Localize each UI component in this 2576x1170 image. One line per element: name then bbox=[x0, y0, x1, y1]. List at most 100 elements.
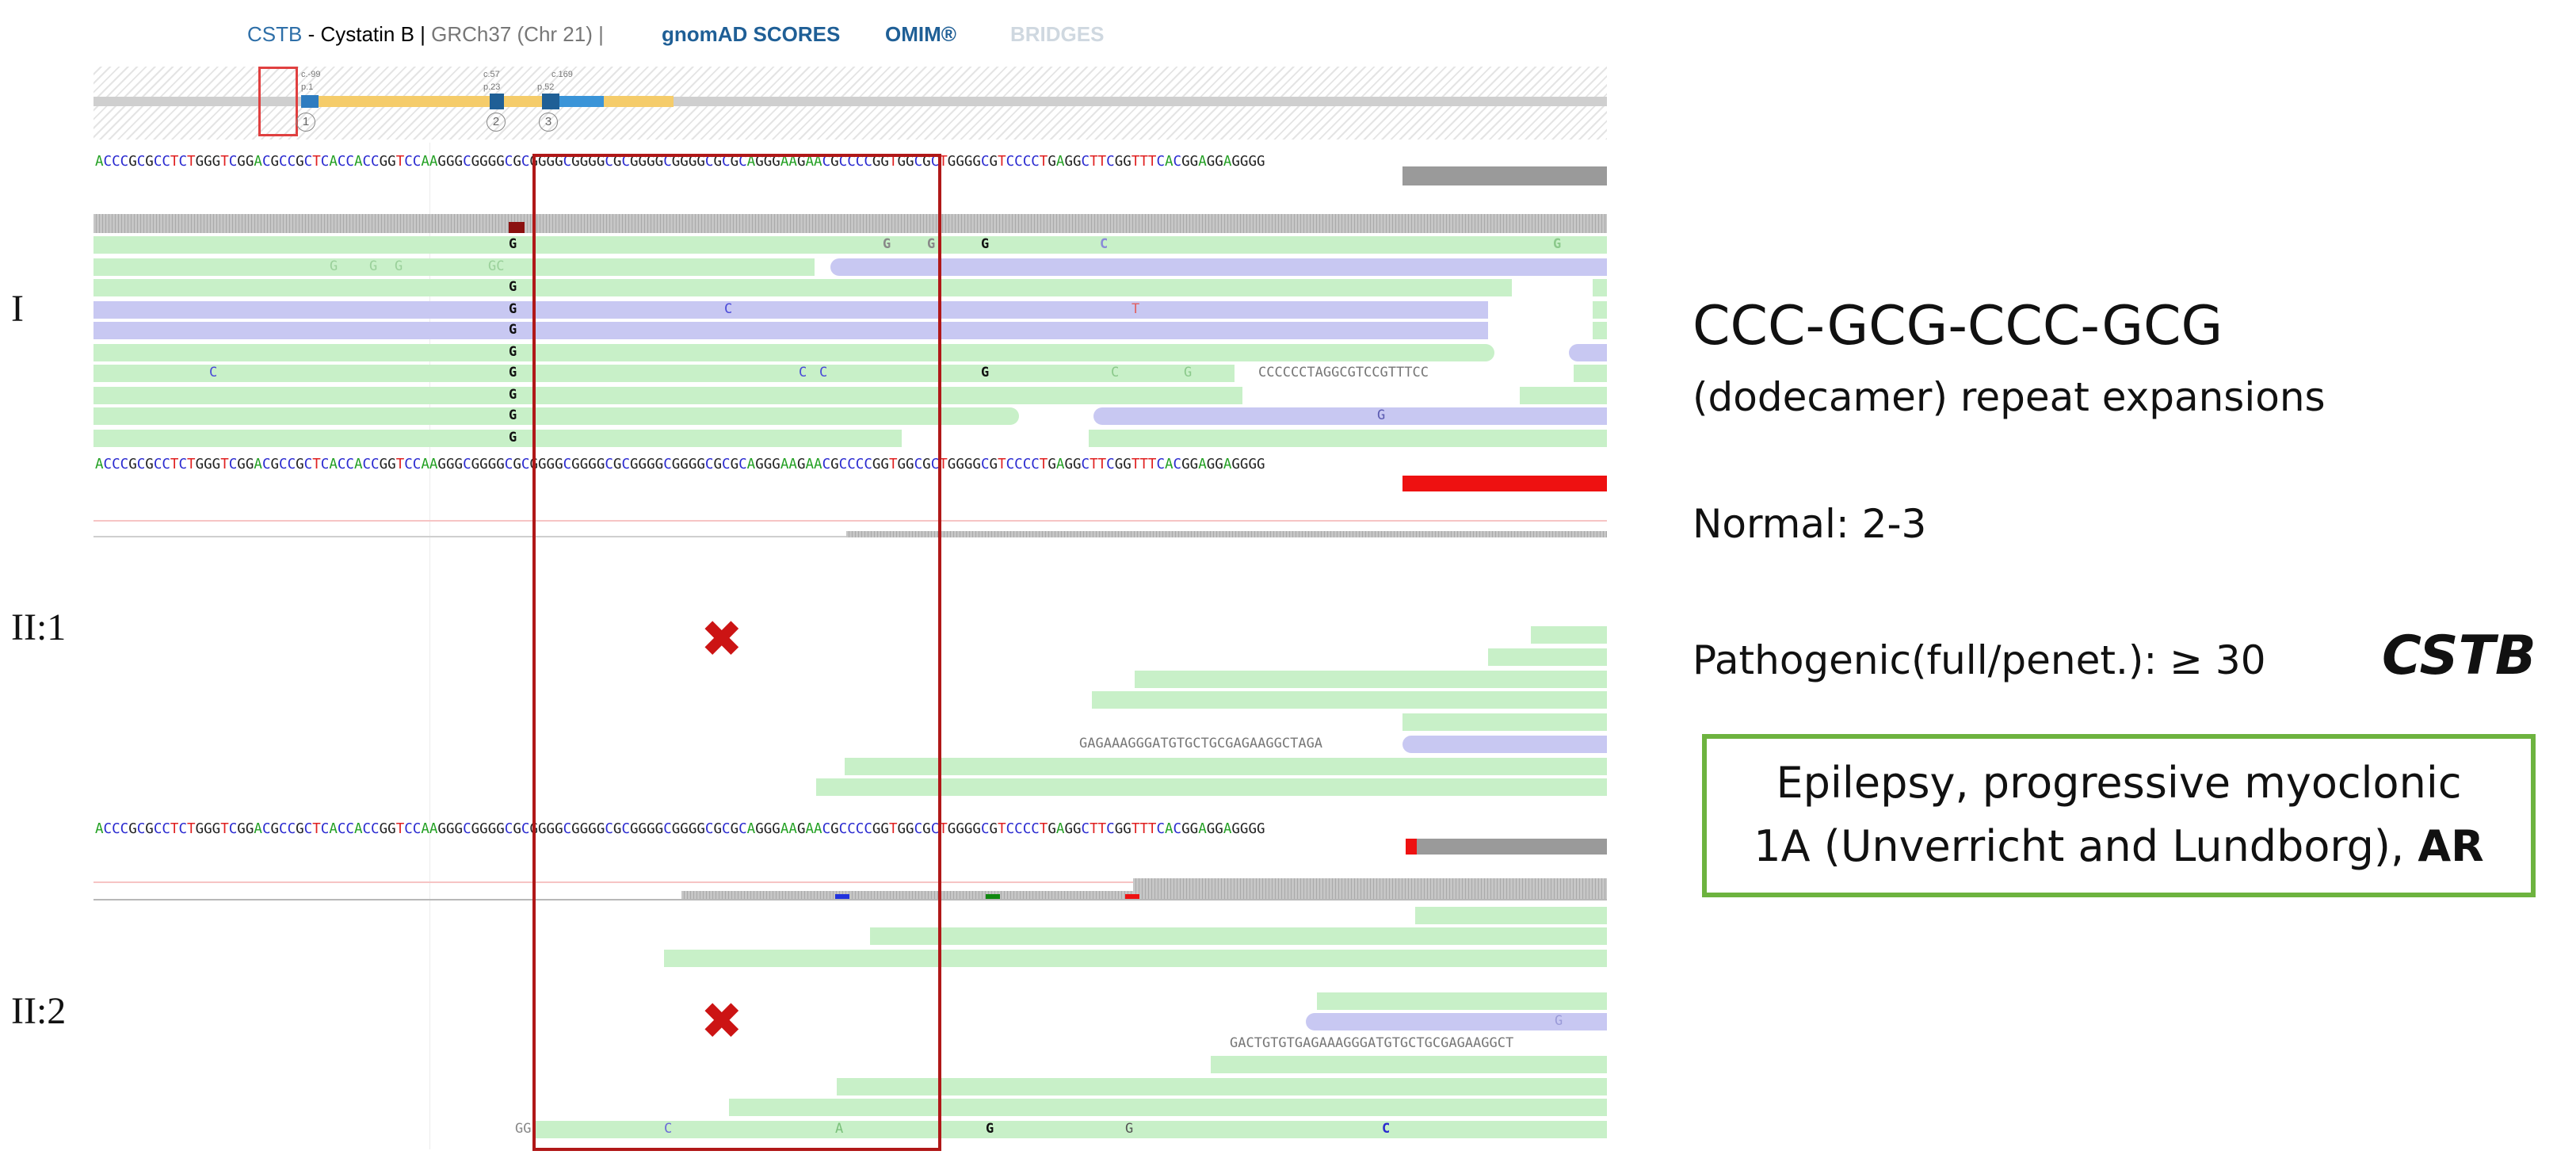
exon2-protein-label: p.23 bbox=[483, 82, 501, 92]
mismatch-base: G bbox=[981, 236, 990, 252]
mismatch-base: GC bbox=[488, 258, 505, 274]
mismatch-base: G bbox=[509, 236, 517, 252]
mismatch-base: C bbox=[799, 365, 807, 380]
gene-track: c.-99 p.1 c.57 p.23 c.169 p.52 1 2 3 bbox=[93, 67, 1607, 140]
mismatch-base: G bbox=[509, 279, 517, 295]
read[interactable] bbox=[93, 322, 1488, 339]
mismatch-base: G bbox=[509, 322, 517, 338]
read[interactable] bbox=[1593, 279, 1607, 296]
disease-subtype: 1A (Unverricht and Lundborg), AR bbox=[1707, 815, 2531, 878]
repeat-region-highlight bbox=[532, 154, 941, 1151]
mismatch-base: G bbox=[1377, 407, 1386, 423]
read[interactable] bbox=[845, 758, 1607, 775]
gray-track-block bbox=[1402, 166, 1607, 185]
coverage-mismatch bbox=[509, 222, 525, 233]
assembly-label: GRCh37 (Chr 21) | bbox=[431, 22, 604, 46]
exon-2-number[interactable]: 2 bbox=[487, 113, 506, 132]
track-divider bbox=[93, 520, 1607, 522]
read[interactable] bbox=[1574, 365, 1607, 382]
read[interactable] bbox=[830, 258, 1607, 276]
mismatch-base: G bbox=[1184, 365, 1193, 380]
read[interactable] bbox=[1415, 907, 1607, 924]
read[interactable] bbox=[816, 778, 1607, 796]
mismatch-base: C bbox=[209, 365, 218, 380]
read[interactable] bbox=[1569, 344, 1607, 361]
transcript-utr-bar bbox=[301, 96, 674, 107]
read[interactable] bbox=[93, 387, 1242, 404]
read[interactable] bbox=[93, 430, 902, 447]
guide-line bbox=[429, 143, 430, 1149]
mismatch-base: G bbox=[509, 365, 517, 380]
read[interactable] bbox=[1317, 992, 1607, 1010]
variant-marker bbox=[1406, 839, 1417, 855]
view-bracket-left[interactable] bbox=[258, 67, 292, 136]
read[interactable] bbox=[93, 365, 1235, 382]
read[interactable] bbox=[536, 1121, 1607, 1138]
gene-symbol-link[interactable]: CSTB bbox=[247, 22, 303, 46]
softclip-sequence-II1: GAGAAAGGGATGTGCTGCGAGAAGGCTAGA bbox=[1079, 736, 1323, 751]
coverage-track-I bbox=[93, 214, 1607, 233]
read[interactable] bbox=[1531, 626, 1607, 644]
track-divider bbox=[93, 899, 1607, 900]
individual-label-I: I bbox=[11, 288, 24, 330]
exon-1-number[interactable]: 1 bbox=[296, 113, 315, 132]
mismatch-base: G bbox=[883, 236, 891, 252]
read[interactable] bbox=[93, 236, 1607, 254]
read[interactable] bbox=[1520, 387, 1607, 404]
tab-bridges[interactable]: BRIDGES bbox=[1010, 22, 1105, 46]
read[interactable] bbox=[1089, 430, 1607, 447]
mismatch-base: G bbox=[1555, 1013, 1563, 1029]
disease-subtype-text: 1A (Unverricht and Lundborg), bbox=[1754, 821, 2418, 871]
tab-omim[interactable]: OMIM® bbox=[885, 22, 956, 46]
read[interactable] bbox=[93, 344, 1494, 361]
read[interactable] bbox=[1402, 736, 1607, 753]
disease-box: Epilepsy, progressive myoclonic 1A (Unve… bbox=[1702, 734, 2536, 897]
read[interactable] bbox=[729, 1099, 1607, 1116]
gene-symbol-label: CSTB bbox=[2382, 625, 2536, 687]
read[interactable] bbox=[1093, 407, 1607, 425]
mismatch-base: G bbox=[1553, 236, 1562, 252]
softclip-sequence-II2: GACTGTGTGAGAAAGGGATGTGCTGCGAGAAGGCT bbox=[1230, 1035, 1514, 1051]
mismatch-base: C bbox=[819, 365, 828, 380]
read[interactable] bbox=[870, 927, 1607, 945]
reference-sequence-top: ACCCGCGCCTCTGGGTCGGACGCCGCTCACCACCGGTCCA… bbox=[95, 154, 1265, 170]
mismatch-base: C bbox=[724, 301, 733, 317]
read[interactable] bbox=[1488, 648, 1607, 666]
read[interactable] bbox=[837, 1078, 1607, 1095]
exon-1-block[interactable] bbox=[301, 95, 319, 108]
exon3-cdna-label: c.169 bbox=[551, 70, 573, 79]
normal-range: Normal: 2-3 bbox=[1693, 501, 1927, 547]
tab-gnomad-scores[interactable]: gnomAD SCORES bbox=[662, 22, 841, 46]
transcript-3utr-bar bbox=[559, 96, 604, 107]
read[interactable] bbox=[93, 279, 1512, 296]
coverage-mismatch bbox=[835, 894, 849, 899]
read[interactable] bbox=[93, 407, 1019, 425]
coverage-track-II1-b bbox=[1133, 878, 1607, 899]
exon2-cdna-label: c.57 bbox=[483, 70, 500, 79]
read[interactable] bbox=[664, 950, 1607, 967]
read[interactable] bbox=[1593, 301, 1607, 319]
exon-3-number[interactable]: 3 bbox=[539, 113, 558, 132]
exon-2-block[interactable] bbox=[490, 94, 504, 109]
read[interactable] bbox=[93, 258, 815, 276]
coverage-track-I-low bbox=[846, 531, 1607, 537]
mismatch-base: T bbox=[1132, 301, 1140, 317]
read[interactable] bbox=[1306, 1013, 1607, 1030]
mismatch-base: G bbox=[509, 387, 517, 403]
mismatch-base: G bbox=[509, 430, 517, 445]
cross-mark-icon: ✖ bbox=[700, 992, 743, 1050]
read[interactable] bbox=[1211, 1056, 1607, 1073]
reference-sequence-I-bottom: ACCCGCGCCTCTGGGTCGGACGCCGCTCACCACCGGTCCA… bbox=[95, 457, 1265, 472]
read[interactable] bbox=[93, 301, 1488, 319]
read[interactable] bbox=[1593, 322, 1607, 339]
mismatch-base: G bbox=[509, 407, 517, 423]
read[interactable] bbox=[1092, 691, 1607, 709]
read[interactable] bbox=[1402, 713, 1607, 731]
read[interactable] bbox=[1135, 671, 1607, 688]
view-bracket-right[interactable] bbox=[288, 67, 298, 136]
coverage-mismatch bbox=[1125, 894, 1139, 899]
gray-track-block bbox=[1417, 839, 1607, 855]
mismatch-base: C bbox=[664, 1121, 673, 1137]
exon-3-block[interactable] bbox=[542, 94, 559, 109]
gene-header: CSTB - Cystatin B | GRCh37 (Chr 21) | bbox=[247, 22, 604, 47]
